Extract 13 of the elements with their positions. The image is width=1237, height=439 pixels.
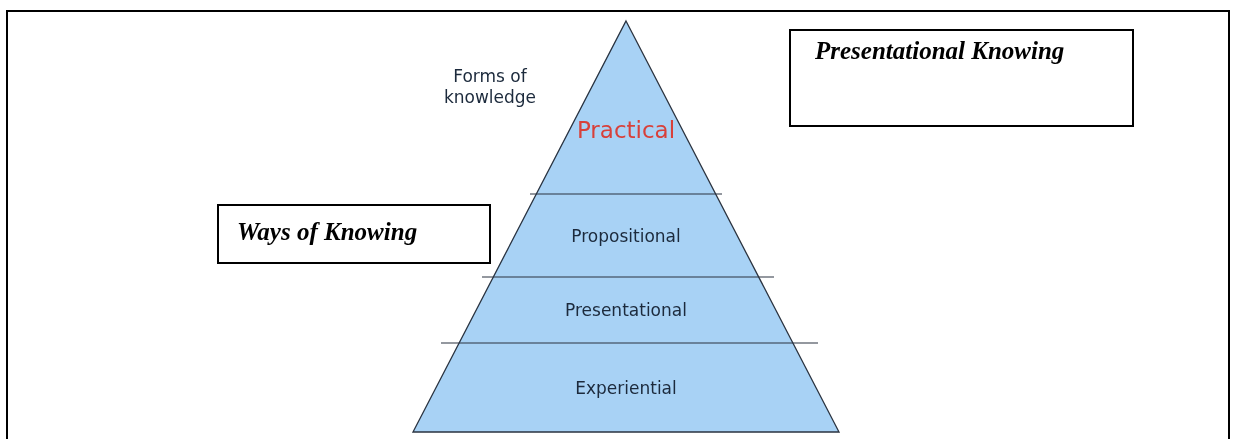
text-box — [789, 29, 1134, 127]
box-title: Ways of Knowing — [237, 218, 418, 246]
pyramid-layer — [459, 277, 793, 343]
pyramid-layer — [536, 21, 716, 194]
pyramid-layer — [413, 343, 839, 432]
layer-label: Propositional — [571, 225, 681, 246]
pyramid-caption: Forms of knowledge — [442, 66, 538, 109]
layer-label: Experiential — [575, 377, 677, 398]
text-box — [217, 204, 491, 264]
pyramid-layer — [493, 194, 759, 277]
layer-label: Practical — [576, 116, 676, 143]
layer-label: Presentational — [565, 300, 687, 320]
box-title: Presentational Knowing — [815, 37, 1065, 65]
